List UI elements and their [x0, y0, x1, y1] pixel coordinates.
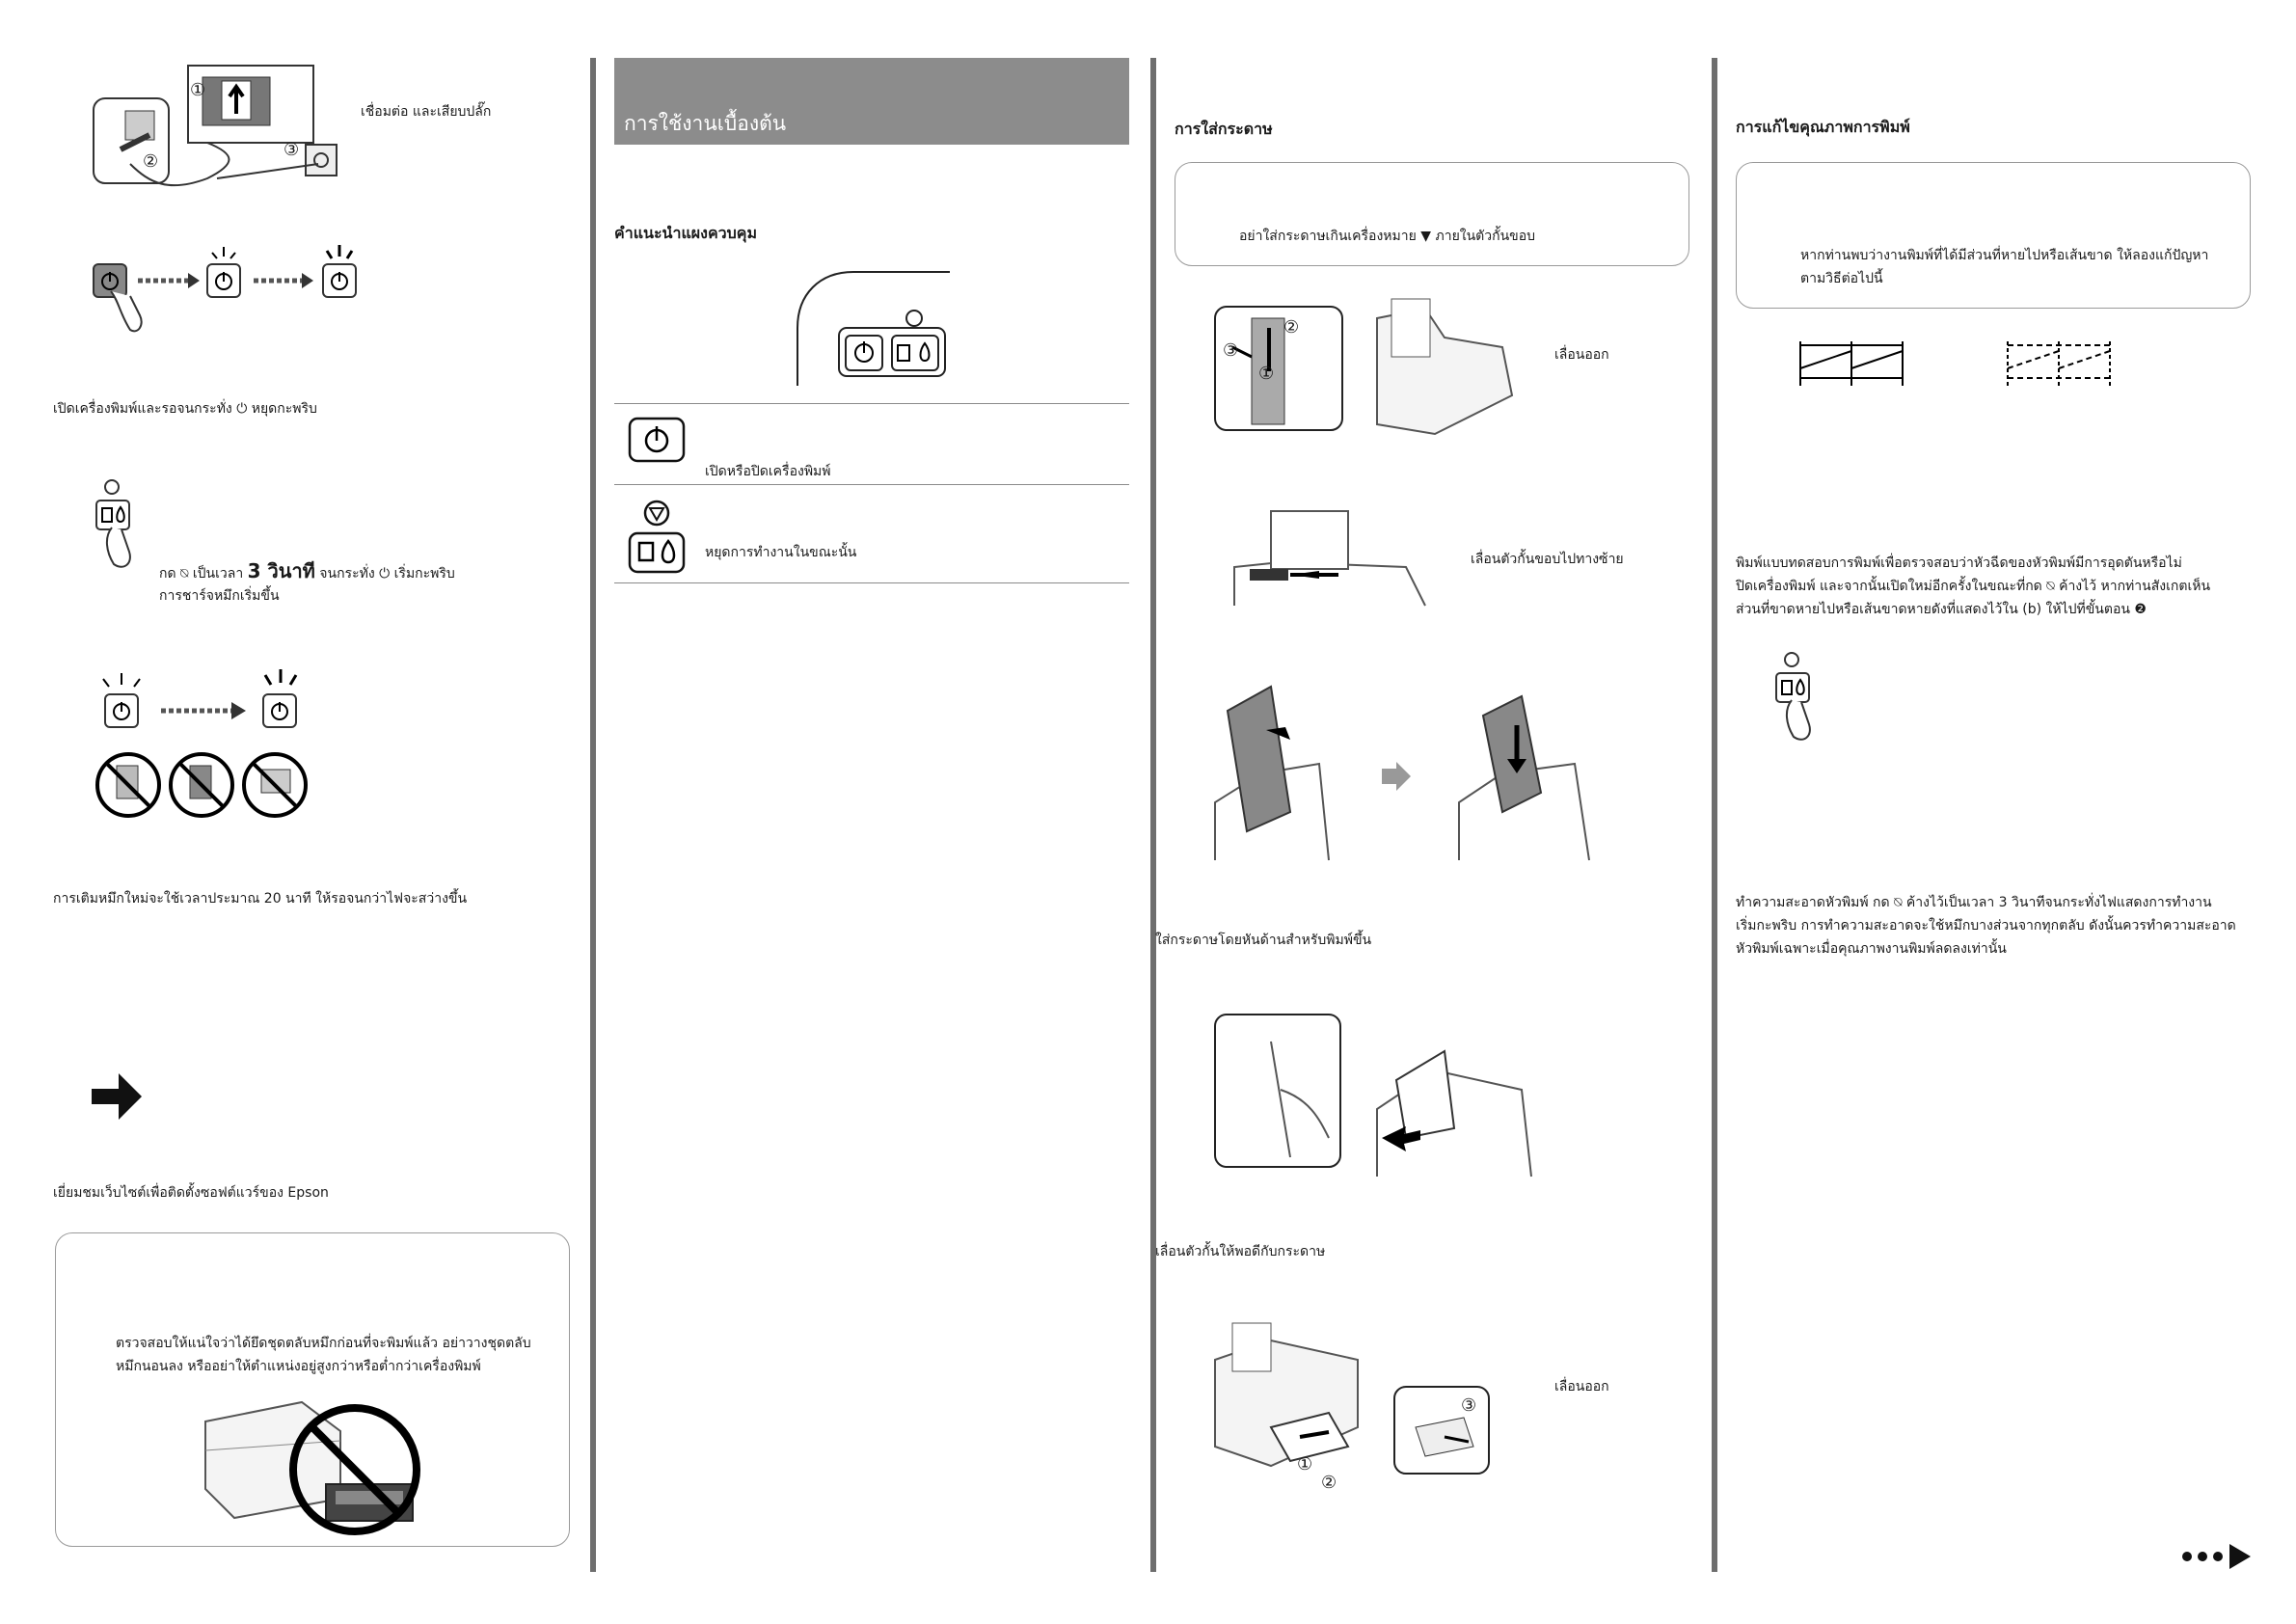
connect-instruction: เชื่อมต่อ และเสียบปลั๊ก [361, 104, 492, 120]
basic-operation-title: การใช้งานเบื้องต้น [624, 112, 787, 135]
power-button-description: เปิดหรือปิดเครื่องพิมพ์ [705, 464, 831, 479]
press-text-pre: กด ⍉ เป็นเวลา [159, 566, 248, 582]
turn-on-instruction: เปิดเครื่องพิมพ์และรอจนกระทั่ง ⏻ หยุดกะพ… [53, 401, 317, 417]
connect-step-number-1: ① [190, 80, 206, 100]
basic-operation-header: การใช้งานเบื้องต้น [614, 58, 1129, 145]
adjust-guide-illustration [1214, 1014, 1532, 1177]
website-instruction: เยี่ยมชมเว็บไซต์เพื่อติดตั้งซอฟต์แวร์ของ… [53, 1185, 329, 1201]
extend-output-tray-illustration [1214, 1322, 1490, 1475]
control-panel-illustration [797, 271, 950, 386]
slide-out-instruction-2: เลื่อนออก [1554, 1379, 1609, 1394]
arrow-right-icon [92, 1073, 142, 1120]
cartridge-caution-box: ตรวจสอบให้แน่ใจว่าได้ยึดชุดตลับหมึกก่อนท… [55, 1232, 570, 1547]
print-quality-title: การแก้ไขคุณภาพการพิมพ์ [1736, 118, 1910, 136]
extend-step-1: ① [1258, 364, 1275, 384]
load-paper-note: อย่าใส่กระดาษเกินเครื่องหมาย ▼ ภายในตัวก… [1239, 229, 1536, 244]
extend-step-3: ③ [1223, 340, 1239, 361]
extend-support-illustration [1214, 298, 1514, 436]
connect-step-number-2: ② [143, 151, 159, 172]
panel-table-rule-2 [614, 484, 1129, 485]
refill-duration-text: การเติมหมึกใหม่จะใช้เวลาประมาณ 20 นาที ใ… [53, 891, 468, 907]
paper-ink-icon [628, 531, 686, 574]
column-divider-1 [590, 58, 596, 1572]
panel-table-rule-3 [614, 582, 1129, 583]
stop-icon [643, 500, 670, 527]
press-duration: 3 วินาที [247, 559, 315, 582]
caution-line-1: ตรวจสอบให้แน่ใจว่าได้ยึดชุดตลับหมึกก่อนท… [116, 1336, 531, 1351]
power-icon [628, 417, 686, 463]
nozzle-pattern-good-illustration [1799, 341, 1904, 386]
insert-paper-illustration [1214, 685, 1590, 861]
continue-icon[interactable] [2181, 1543, 2253, 1570]
slide-guide-left-instruction: เลื่อนตัวกั้นขอบไปทางซ้าย [1471, 552, 1624, 567]
load-paper-note-box: อย่าใส่กระดาษเกินเครื่องหมาย ▼ ภายในตัวก… [1175, 162, 1689, 266]
load-paper-title: การใส่กระดาษ [1175, 120, 1273, 138]
power-on-sequence-illustration [93, 245, 357, 333]
extend-step-2: ② [1283, 317, 1300, 338]
tray-step-2: ② [1321, 1473, 1337, 1493]
caution-line-2: หมึกนอนลง หรืออย่าให้ตำแหน่งอยู่สูงกว่าห… [116, 1359, 481, 1374]
column-divider-3 [1712, 58, 1717, 1572]
column-divider-2 [1150, 58, 1156, 1572]
press-instruction: กด ⍉ เป็นเวลา 3 วินาที จนกระทั่ง ⏻ เริ่ม… [159, 561, 455, 583]
cartridge-prohibition-illustration [204, 1400, 420, 1535]
stop-button-description: หยุดการทำงานในขณะนั้น [705, 545, 857, 560]
nozzle-check-line-3: ส่วนที่ขาดหายไปหรือเส้นขาดหายดังที่แสดงไ… [1736, 602, 2147, 617]
press-text-post: จนกระทั่ง ⏻ เริ่มกะพริบ [314, 566, 455, 582]
panel-table-rule-1 [614, 403, 1129, 404]
head-clean-line-1: ทำความสะอาดหัวพิมพ์ กด ⍉ ค้างไว้เป็นเวลา… [1736, 895, 2212, 910]
charging-instruction: การชาร์จหมึกเริ่มขึ้น [159, 588, 280, 604]
slide-out-instruction-1: เลื่อนออก [1554, 347, 1609, 363]
press-ink-button-illustration-2 [1775, 652, 1811, 741]
head-clean-line-3: หัวพิมพ์เฉพาะเมื่อคุณภาพงานพิมพ์ลดลงเท่า… [1736, 941, 2007, 957]
nozzle-check-line-1: พิมพ์แบบทดสอบการพิมพ์เพื่อตรวจสอบว่าหัวฉ… [1736, 555, 2182, 571]
slide-to-paper-instruction: เลื่อนตัวกั้นให้พอดีกับกระดาษ [1155, 1244, 1326, 1259]
tray-step-3: ③ [1461, 1395, 1477, 1416]
control-panel-guide-title: คำแนะนำแผงควบคุม [614, 224, 758, 242]
tray-step-1: ① [1297, 1454, 1313, 1475]
load-face-up-instruction: ใส่กระดาษโดยหันด้านสำหรับพิมพ์ขึ้น [1155, 933, 1372, 948]
print-quality-note-box: หากท่านพบว่างานพิมพ์ที่ได้มีส่วนที่หายไป… [1736, 162, 2251, 309]
connect-step-number-3: ③ [284, 140, 300, 160]
nozzle-check-line-2: ปิดเครื่องพิมพ์ และจากนั้นเปิดใหม่อีกครั… [1736, 579, 2211, 594]
nozzle-pattern-broken-illustration [2007, 341, 2111, 386]
charging-sequence-illustration [95, 669, 308, 818]
print-quality-note-line-1: หากท่านพบว่างานพิมพ์ที่ได้มีส่วนที่หายไป… [1800, 248, 2209, 263]
press-ink-button-illustration [95, 479, 131, 568]
print-quality-note-line-2: ตามวิธีต่อไปนี้ [1800, 271, 1883, 286]
slide-edge-guide-illustration [1233, 510, 1426, 607]
head-clean-line-2: เริ่มกะพริบ การทำความสะอาดจะใช้หมึกบางส่… [1736, 918, 2236, 934]
connect-cable-illustration [93, 65, 338, 187]
